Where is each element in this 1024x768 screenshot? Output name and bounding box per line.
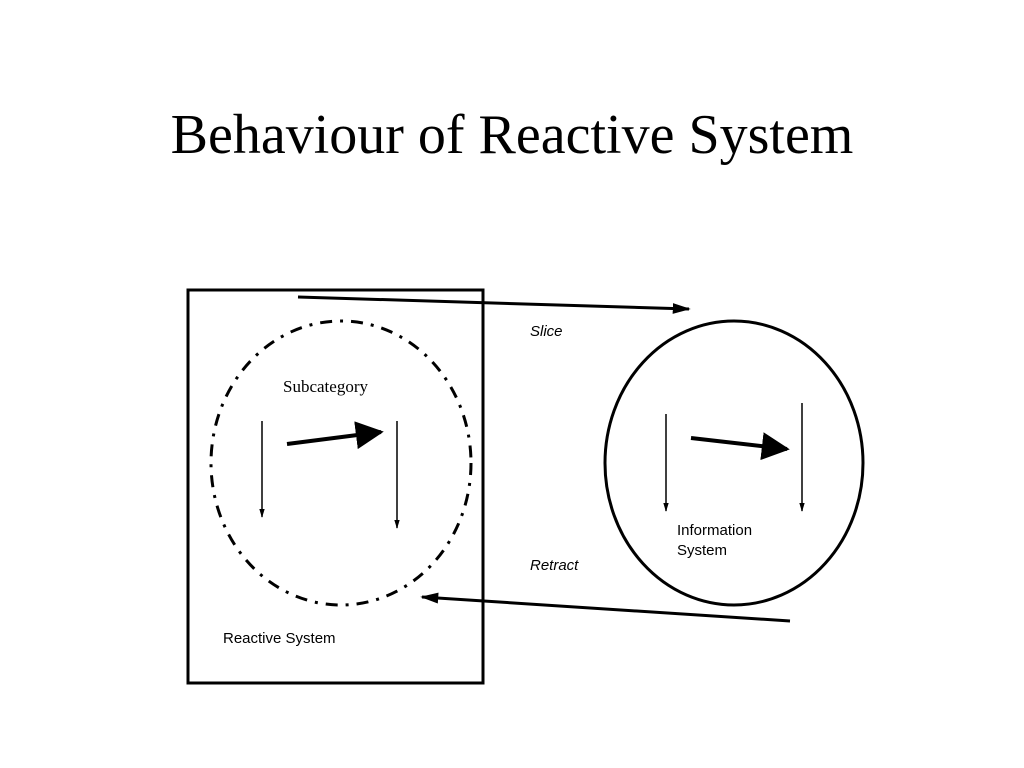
information-system-label-line2: System — [677, 542, 727, 559]
retract-arrow — [420, 592, 791, 623]
subcategory-ellipse — [209, 319, 473, 607]
slice-label: Slice — [530, 323, 563, 340]
information-morphism-arrow — [690, 432, 790, 461]
subcategory-label: Subcategory — [283, 377, 368, 396]
information-system-label-line1: Information — [677, 522, 752, 539]
information-system-circle — [603, 319, 865, 607]
page-title: Behaviour of Reactive System — [170, 104, 854, 166]
reactive-system-box — [186, 288, 485, 685]
reactive-system-label: Reactive System — [223, 630, 336, 647]
subcategory-morphism-arrow — [286, 421, 384, 450]
slice-arrow — [297, 295, 691, 314]
retract-label: Retract — [530, 557, 579, 574]
